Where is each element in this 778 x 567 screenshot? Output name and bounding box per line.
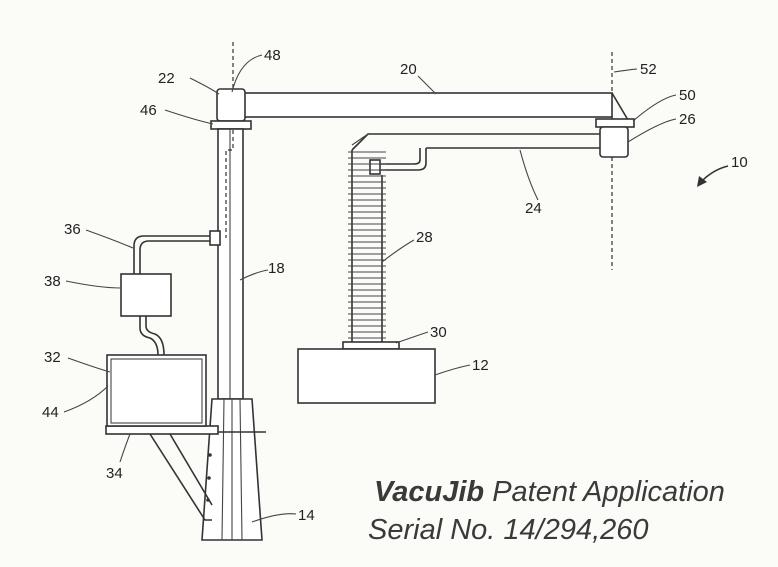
leader-28 [381, 239, 415, 263]
leader-48 [231, 54, 263, 93]
hose-36-lower [139, 240, 212, 274]
leader-32 [67, 357, 111, 373]
leader-14 [251, 513, 297, 523]
label-12: 12 [472, 357, 489, 374]
label-22: 22 [158, 70, 175, 87]
leader-52 [613, 68, 638, 73]
caption-line-1: VacuJib Patent Application [374, 476, 725, 509]
leader-22 [189, 77, 220, 95]
base-line-c [239, 398, 243, 541]
label-34: 34 [106, 465, 123, 482]
label-10: 10 [731, 154, 748, 171]
shelf-brace [149, 433, 212, 521]
bolt-hole [208, 453, 212, 457]
vacuum-pump-inner [110, 358, 203, 424]
leader-38 [65, 280, 122, 289]
upper-pivot [216, 88, 246, 122]
elbow-fitting [369, 159, 381, 175]
label-38: 38 [44, 273, 61, 290]
caption-serial: Serial No. 14/294,260 [368, 514, 649, 546]
label-32: 32 [44, 349, 61, 366]
label-36: 36 [64, 221, 81, 238]
leader-20 [417, 75, 437, 95]
column-flange [210, 120, 252, 130]
hose-filter-pump-a [139, 316, 159, 356]
label-48: 48 [264, 47, 281, 64]
leader-46 [164, 109, 214, 125]
caption-title: Patent Application [484, 476, 725, 508]
label-44: 44 [42, 404, 59, 421]
label-52: 52 [640, 61, 657, 78]
leader-34 [119, 433, 131, 463]
shelf-brace-inner [169, 433, 213, 506]
label-24: 24 [525, 200, 542, 217]
label-20: 20 [400, 61, 417, 78]
suction-cup [342, 341, 400, 350]
main-arm [243, 92, 613, 118]
bellows-rings [348, 151, 386, 339]
reference-numerals: 48 22 46 20 52 50 26 10 24 28 18 30 12 3… [42, 47, 748, 524]
internal-vacuum-path [225, 130, 234, 238]
leader-50 [632, 94, 677, 122]
label-50: 50 [679, 87, 696, 104]
support-shelf [105, 425, 219, 435]
hose-filter-pump-b [145, 316, 165, 356]
label-18: 18 [268, 260, 285, 277]
main-arm-end [611, 92, 629, 121]
label-14: 14 [298, 507, 315, 524]
leader-18 [239, 269, 269, 281]
base-line-a [221, 398, 225, 541]
end-pivot-26 [599, 126, 629, 158]
leader-12 [434, 364, 471, 376]
leader-44 [63, 385, 109, 413]
secondary-arm-end [351, 133, 369, 146]
leader-36 [85, 229, 134, 249]
elbow-pipe-outer [378, 148, 427, 171]
label-30: 30 [430, 324, 447, 341]
hose-36-upper [133, 235, 212, 274]
caption-brand: VacuJib [374, 476, 485, 508]
leader-24 [519, 149, 539, 201]
hose-fitting [209, 230, 221, 246]
vacuum-pump-box [106, 354, 207, 427]
bellows-tube [348, 150, 386, 345]
leader-26 [627, 118, 677, 143]
label-28: 28 [416, 229, 433, 246]
leader-lines [63, 54, 729, 523]
label-46: 46 [140, 102, 157, 119]
bolt-hole [207, 476, 211, 480]
arrowhead-10 [697, 176, 707, 187]
leader-30 [395, 331, 429, 344]
end-pivot-flange [595, 118, 635, 128]
load-block [297, 348, 436, 404]
filter-box [120, 273, 172, 317]
label-26: 26 [679, 111, 696, 128]
elbow-pipe-inner [378, 148, 421, 165]
